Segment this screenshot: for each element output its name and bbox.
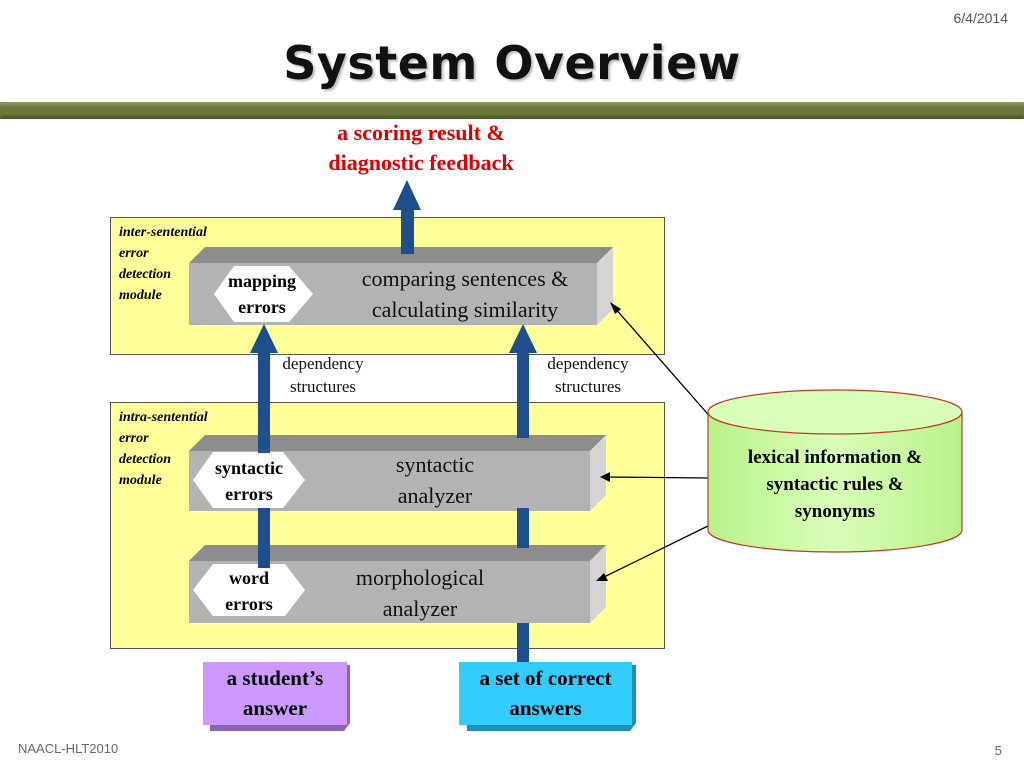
slide-title: System Overview xyxy=(283,36,741,90)
input-correct-answers: a set of correct answers xyxy=(479,666,612,720)
title-divider-bar xyxy=(0,102,1024,119)
footer-conference: NAACL-HLT2010 xyxy=(18,741,119,756)
badge-mapping-errors: mapping errors xyxy=(227,271,297,317)
process-syntactic-label: syntactic analyzer xyxy=(395,452,475,508)
badge-word-errors-shape xyxy=(193,564,305,616)
input-box-correct-shape xyxy=(459,662,636,731)
process-morphological-label: morphological analyzer xyxy=(355,565,485,621)
dependency-label-left: dependency structures xyxy=(282,354,364,396)
resource-cylinder-shape xyxy=(707,389,963,553)
input-box-student-shape xyxy=(203,662,350,731)
badge-word-errors: word errors xyxy=(225,568,273,614)
badge-syntactic-errors-shape xyxy=(193,452,305,508)
page-number: 5 xyxy=(994,743,1002,758)
input-student-answer: a student’s answer xyxy=(226,666,324,720)
slide-date: 6/4/2014 xyxy=(953,10,1009,26)
inter-module-label: inter-sentential error detection module xyxy=(119,225,207,303)
intra-module-label: intra-sentential error detection module xyxy=(119,410,208,488)
output-label: a scoring result & diagnostic feedback xyxy=(328,120,514,175)
dependency-label-right: dependency structures xyxy=(547,354,629,396)
badge-syntactic-errors: syntactic errors xyxy=(215,458,283,504)
resource-connector-arrows xyxy=(596,302,714,581)
badge-mapping-errors-shape xyxy=(214,266,313,322)
process-comparing-label: comparing sentences & calculating simila… xyxy=(361,266,569,322)
resource-label: lexical information & syntactic rules & … xyxy=(747,447,923,522)
